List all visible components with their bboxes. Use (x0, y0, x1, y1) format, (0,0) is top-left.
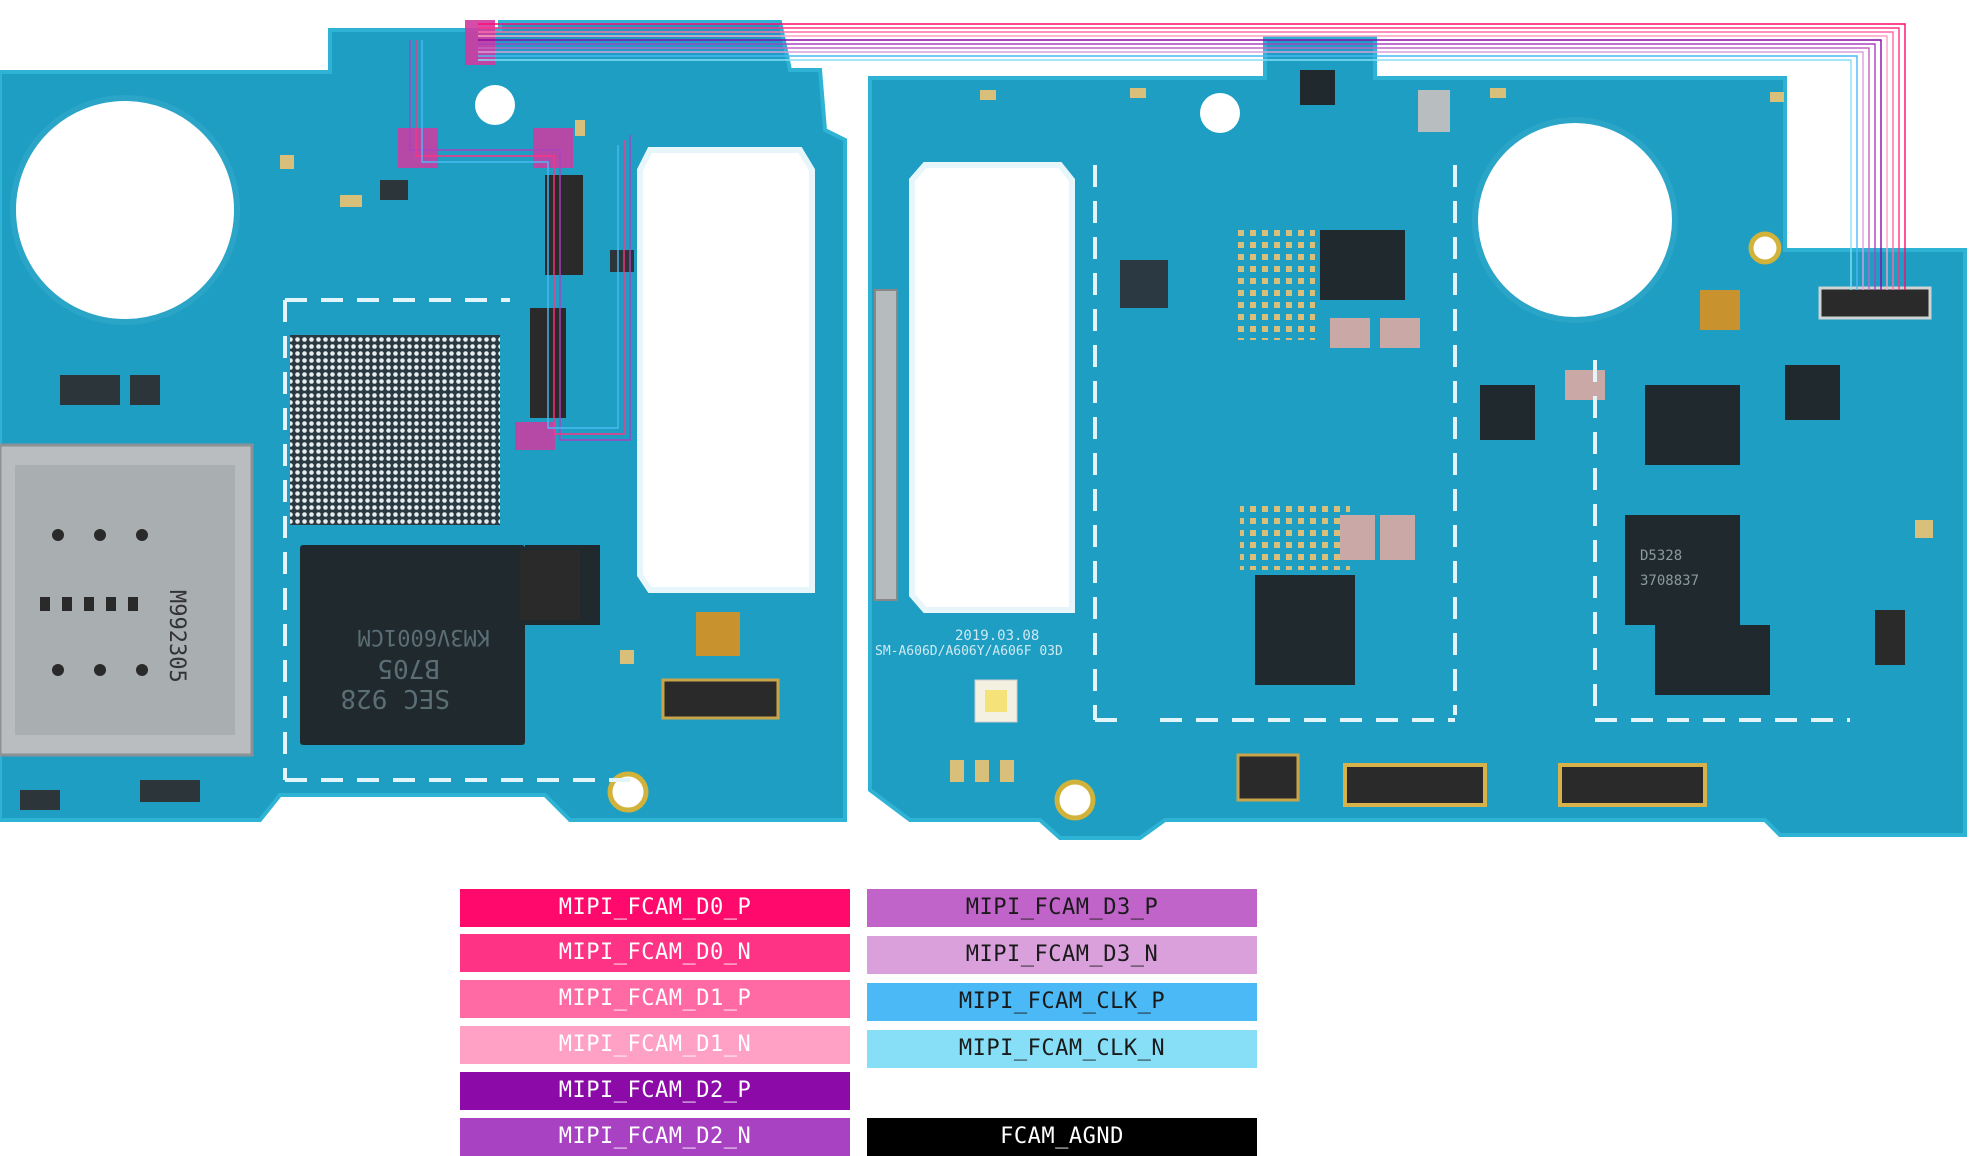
right-mount-hole (1472, 117, 1678, 323)
legend-mipi-fcam-clk-n: MIPI_FCAM_CLK_N (867, 1030, 1257, 1068)
pcb-diagram: KM3V6001CM B705 SEC 928 M992305 (0, 20, 1967, 840)
bottom-connector-1 (1343, 763, 1487, 807)
bottom-connector-2 (1558, 763, 1707, 807)
svg-text:SEC 928: SEC 928 (340, 683, 450, 713)
left-mount-hole (10, 95, 240, 325)
svg-text:D5328: D5328 (1640, 548, 1682, 564)
legend-mipi-fcam-d1-n: MIPI_FCAM_D1_N (460, 1026, 850, 1064)
legend-mipi-fcam-d3-n: MIPI_FCAM_D3_N (867, 936, 1257, 974)
svg-text:SM-A606D/A606Y/A606F 03D: SM-A606D/A606Y/A606F 03D (875, 644, 1063, 659)
right-board: 2019.03.08 SM-A606D/A606Y/A606F 03D D532… (868, 36, 1967, 840)
legend-mipi-fcam-d0-p: MIPI_FCAM_D0_P (460, 889, 850, 927)
left-board: KM3V6001CM B705 SEC 928 M992305 (0, 20, 847, 822)
mipi-traces (409, 23, 1906, 441)
legend-mipi-fcam-d0-n: MIPI_FCAM_D0_N (460, 934, 850, 972)
legend-mipi-fcam-d1-p: MIPI_FCAM_D1_P (460, 980, 850, 1018)
svg-text:B705: B705 (377, 653, 440, 683)
svg-text:KM3V6001CM: KM3V6001CM (358, 624, 490, 649)
memory-chip (300, 545, 525, 745)
legend-mipi-fcam-clk-p: MIPI_FCAM_CLK_P (867, 983, 1257, 1021)
legend-mipi-fcam-d3-p: MIPI_FCAM_D3_P (867, 889, 1257, 927)
legend-mipi-fcam-d2-p: MIPI_FCAM_D2_P (460, 1072, 850, 1110)
fcam-connector (1818, 286, 1932, 320)
soc-bga (290, 335, 500, 525)
svg-text:2019.03.08: 2019.03.08 (955, 628, 1039, 644)
svg-text:3708837: 3708837 (1640, 573, 1699, 589)
legend-fcam-agnd: FCAM_AGND (867, 1118, 1257, 1156)
svg-text:M992305: M992305 (164, 590, 189, 683)
legend-mipi-fcam-d2-n: MIPI_FCAM_D2_N (460, 1118, 850, 1156)
